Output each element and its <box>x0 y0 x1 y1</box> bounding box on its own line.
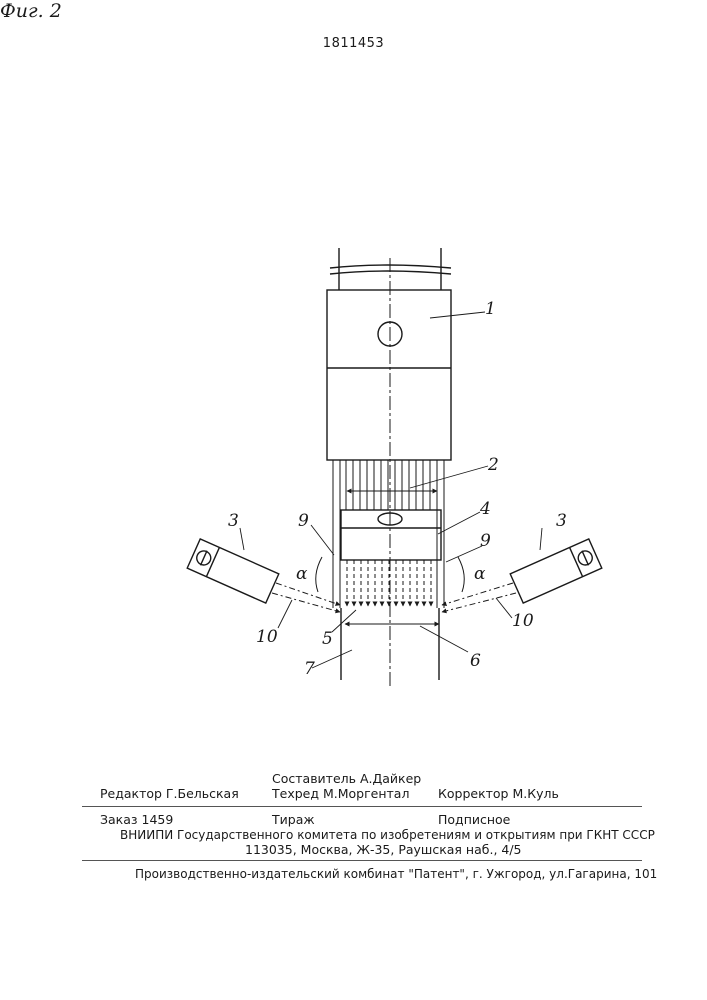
dashed-beams <box>347 560 431 606</box>
block-4 <box>341 510 441 560</box>
label-2: 2 <box>488 456 499 474</box>
light-beams <box>272 583 516 612</box>
body-1 <box>327 290 451 460</box>
fiber-lines <box>333 460 444 608</box>
divider <box>82 806 642 807</box>
techeditor: Техред М.Моргентал <box>272 787 409 801</box>
lamp-left <box>187 539 279 603</box>
corrector: Корректор М.Куль <box>438 787 559 801</box>
label-1: 1 <box>485 300 496 318</box>
label-7: 7 <box>304 660 315 678</box>
compiler: Составитель А.Дайкер <box>272 772 421 786</box>
publisher-line: Производственно-издательский комбинат "П… <box>135 867 657 881</box>
leader-lines <box>240 312 542 668</box>
circulation: Тираж <box>272 813 315 827</box>
order: Заказ 1459 <box>100 813 173 827</box>
editor: Редактор Г.Бельская <box>100 787 239 801</box>
subscription: Подписное <box>438 813 510 827</box>
alpha-arc-right <box>458 557 464 592</box>
label-3-left: 3 <box>228 512 239 530</box>
label-alpha-right: α <box>474 565 485 583</box>
organization-line: ВНИИПИ Государственного комитета по изоб… <box>120 828 655 842</box>
label-3-right: 3 <box>556 512 567 530</box>
label-9-left: 9 <box>298 512 309 530</box>
label-6: 6 <box>470 652 481 670</box>
label-10-left: 10 <box>256 628 278 646</box>
label-4: 4 <box>480 500 491 518</box>
address-line: 113035, Москва, Ж-35, Раушская наб., 4/5 <box>245 843 522 857</box>
label-alpha-left: α <box>296 565 307 583</box>
divider <box>82 860 642 861</box>
label-10-right: 10 <box>512 612 534 630</box>
lamp-right <box>510 539 602 603</box>
label-9-right: 9 <box>480 532 491 550</box>
label-5: 5 <box>322 630 333 648</box>
alpha-arc-left <box>316 557 322 592</box>
